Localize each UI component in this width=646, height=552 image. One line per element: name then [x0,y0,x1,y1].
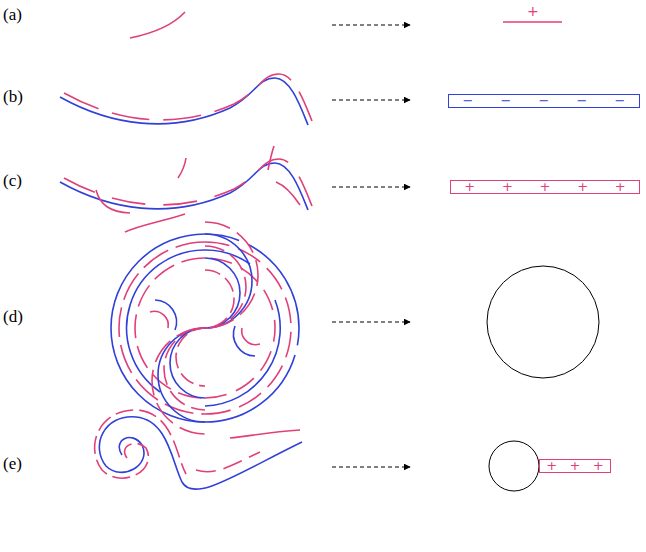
charge-sign: + [577,181,588,193]
charge-band: + + + [539,459,611,473]
charge-sign: + [615,181,626,193]
segment [130,12,185,38]
charge-sign: + [527,4,539,18]
charge-band: + + + + + [450,180,640,194]
panel-label: (d) [3,308,23,326]
charge-sign: + [570,460,581,472]
panel-label: (c) [3,172,22,190]
charge-sign: + [546,460,557,472]
charge-sign: − [539,95,550,107]
charge-sign: − [577,95,588,107]
circle [487,266,599,378]
strand [60,74,312,125]
charge-sign: + [502,181,513,193]
strand [95,410,302,489]
charge-sign: + [464,181,475,193]
swirl [111,222,299,434]
charge-sign: + [593,460,604,472]
charge-sign: − [463,95,474,107]
strand [60,146,312,232]
charge-sign: − [501,95,512,107]
panel-label: (b) [3,88,23,106]
charge-sign: + [540,181,551,193]
charge-sign: − [615,95,626,107]
charge-band: −−−−− [448,94,640,108]
panel-label: (a) [3,6,22,24]
dashed-arrows [332,25,410,467]
panel-label: (e) [3,455,22,473]
circle [489,441,539,491]
segment [503,21,562,22]
